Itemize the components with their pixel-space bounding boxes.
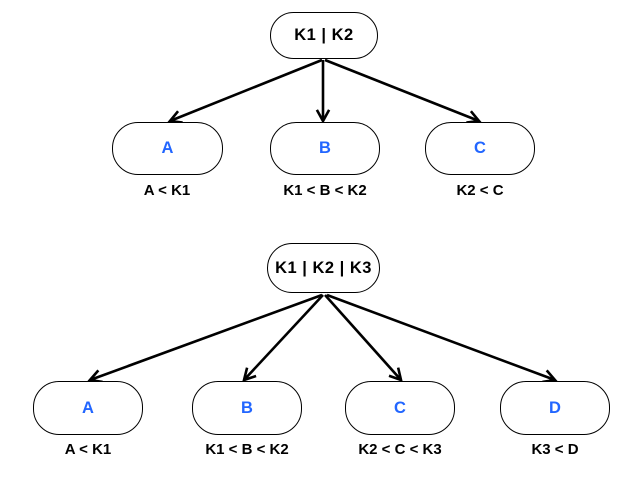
tree2-child-a-node: A — [33, 381, 143, 435]
tree2-child-d-letter: D — [549, 398, 561, 417]
tree2-child-a-letter: A — [82, 398, 94, 417]
tree1-child-a-letter: A — [161, 139, 174, 157]
tree1-condition-b: K1 < B < K2 — [283, 182, 367, 199]
tree2-root-node: K1 | K2 | K3 — [267, 243, 380, 293]
tree1-child-c-letter: C — [474, 139, 486, 157]
tree2-condition-c: K2 < C < K3 — [358, 441, 442, 458]
tree2-child-c-node: C — [345, 381, 455, 435]
tree1-child-b-letter: B — [319, 139, 331, 157]
tree1-root-label: K1 | K2 — [294, 26, 354, 44]
tree2-child-d-node: D — [500, 381, 610, 435]
tree1-child-a-node: A — [112, 122, 223, 175]
tree2-arrow-to-a — [87, 293, 323, 384]
tree2-child-c-letter: C — [394, 398, 406, 417]
tree1-root-node: K1 | K2 — [270, 12, 378, 59]
tree2-arrow-to-c — [324, 294, 403, 383]
tree2-arrow-to-b — [242, 294, 324, 382]
tree2-root-label: K1 | K2 | K3 — [275, 258, 372, 277]
tree2-arrow-to-d — [326, 293, 558, 384]
tree1-arrow-to-a — [167, 58, 323, 124]
tree2-condition-d: K3 < D — [531, 441, 579, 458]
tree1-arrow-to-c — [324, 58, 482, 124]
tree1-child-c-node: C — [425, 122, 535, 175]
tree1-condition-c: K2 < C — [456, 182, 504, 199]
tree1-child-b-node: B — [270, 122, 380, 175]
tree2-condition-b: K1 < B < K2 — [205, 441, 289, 458]
tree1-condition-a: A < K1 — [143, 182, 191, 199]
tree2-condition-a: A < K1 — [64, 441, 112, 458]
tree2-child-b-node: B — [192, 381, 302, 435]
tree2-child-b-letter: B — [241, 398, 253, 417]
